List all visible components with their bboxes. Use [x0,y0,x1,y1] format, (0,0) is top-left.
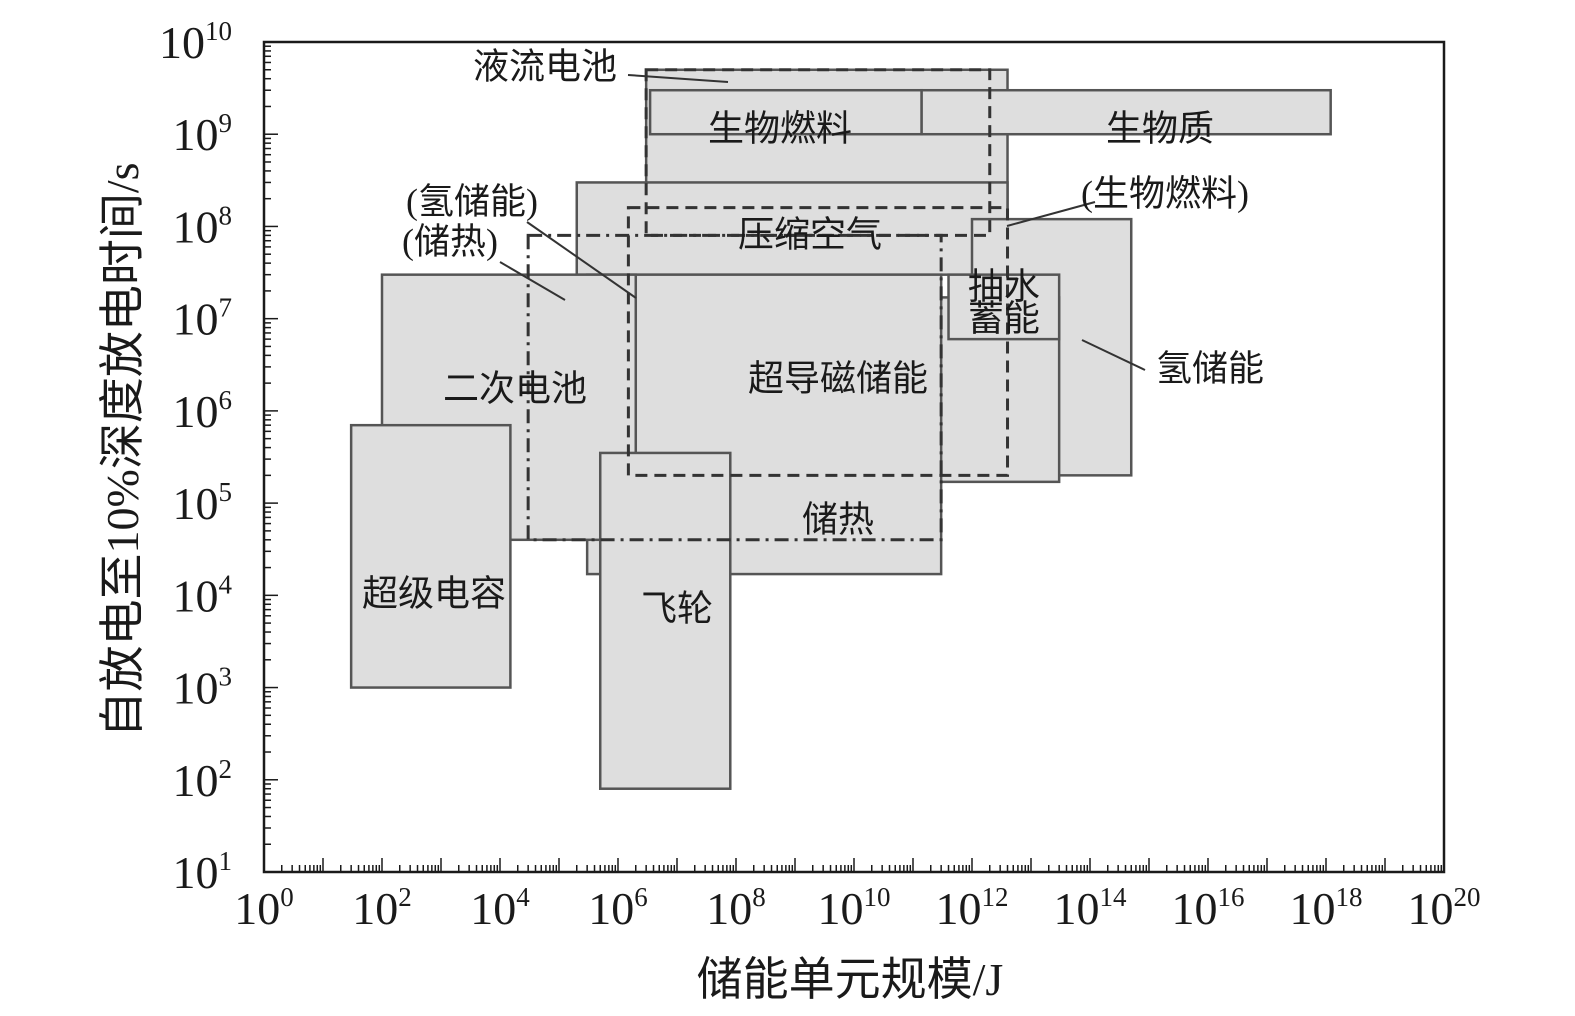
region-label-超导磁储能: 超导磁储能 [748,358,928,398]
x-tick-label: 102 [352,882,412,934]
region-超级电容 [349,423,512,689]
region-label-压缩空气: 压缩空气 [738,214,882,254]
y-tick-label: 103 [173,662,233,714]
x-tick-label: 100 [234,882,294,934]
ticks-layer [263,45,1443,873]
region-label-超级电容: 超级电容 [362,573,506,613]
leader-line-氢储能 [526,221,637,299]
regions-layer [349,68,1332,790]
region-label-抽水蓄能-line1: 抽水 [968,267,1040,307]
y-tick-label: 107 [173,293,233,345]
region-label-生物燃料: 生物燃料 [708,108,852,148]
region-抽水蓄能 [947,273,1061,341]
leader-line-生物燃料 [1006,201,1096,227]
tick-labels-layer: 100 102 104 106 108 1010 1012 1014 1016 1018 1020 1… [159,16,1481,934]
x-tick-label: 104 [470,882,530,934]
y-tick-label: 106 [173,385,233,437]
x-tick-label: 1018 [1290,882,1363,934]
y-tick-label: 101 [173,846,233,898]
annotation-生物燃料: (生物燃料) [1081,173,1249,213]
y-tick-label: 104 [173,569,233,621]
x-tick-label: 1016 [1172,882,1245,934]
region-label-生物质: 生物质 [1106,108,1214,148]
region-氢储能-outline [626,206,1010,477]
region-生物燃料-outline [644,68,992,237]
region-飞轮 [598,451,732,790]
annotation-氢储能: 氢储能 [1156,348,1264,388]
y-tick-label: 109 [173,108,233,160]
x-tick-label: 1010 [818,882,891,934]
y-tick-label: 102 [173,754,233,806]
region-label-飞轮: 飞轮 [641,588,713,628]
x-axis-title: 储能单元规模/J [697,954,1004,1005]
leader-line-液流电池 [627,74,729,83]
y-axis-title: 自放电至10%深度放电时间/s [97,163,148,738]
y-tick-label: 1010 [159,16,232,68]
annotation-储热: (储热) [402,221,498,261]
region-label-二次电池: 二次电池 [443,368,587,408]
y-tick-label: 105 [173,477,233,529]
annotation-液流电池: 液流电池 [473,46,617,86]
leader-line-氢储能 [1081,339,1146,371]
annotations-layer: 液流电池 (氢储能)(储热) (生物燃料) 氢储能 [402,46,1264,388]
region-label-储热: 储热 [802,499,874,539]
annotation-氢储能: (氢储能) [406,181,538,221]
region-label-抽水蓄能-line2: 蓄能 [968,299,1040,339]
x-tick-label: 1020 [1408,882,1481,934]
leader-line-储热 [499,261,566,301]
x-tick-label: 108 [706,882,766,934]
x-tick-label: 1012 [936,882,1009,934]
x-tick-label: 106 [588,882,648,934]
region-生物燃料 [648,88,923,136]
x-tick-label: 1014 [1054,882,1128,934]
y-tick-label: 108 [173,200,233,252]
